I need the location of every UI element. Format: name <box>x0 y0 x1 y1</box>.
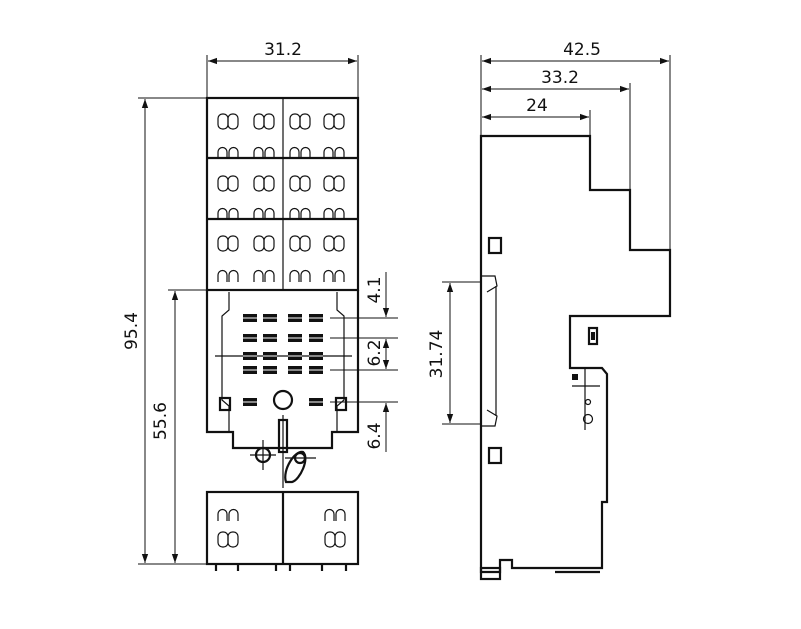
dim-side-mid-depth: 33.2 <box>482 68 631 189</box>
dim-label-front-width: 31.2 <box>264 40 302 60</box>
dim-side-inner-depth: 24 <box>482 96 591 135</box>
retaining-clip <box>250 415 316 488</box>
dim-label-front-height: 95.4 <box>122 312 142 350</box>
dim-label-side-total-depth: 42.5 <box>563 40 601 60</box>
side-clip-details <box>572 374 600 425</box>
dim-label-side-mid-depth: 33.2 <box>541 68 579 88</box>
dim-label-front-lower-height: 55.6 <box>151 402 171 440</box>
dim-label-pin-spacing-b: 6.2 <box>365 339 385 366</box>
dim-front-lower-height: 55.6 <box>151 289 206 563</box>
dim-label-rail-width: 31.74 <box>427 330 447 379</box>
dim-pin-spacing: 4.1 6.2 6.4 <box>330 272 398 452</box>
screw-terminals-bottom <box>217 508 346 548</box>
side-view: 42.5 33.2 24 31.74 <box>427 40 672 581</box>
side-view-outline <box>479 134 672 574</box>
dim-label-pin-spacing-a: 4.1 <box>365 276 385 303</box>
dim-front-width: 31.2 <box>206 40 359 97</box>
screw-terminals-top <box>217 113 345 283</box>
dim-front-height: 95.4 <box>122 97 206 565</box>
dim-rail-width: 31.74 <box>427 281 480 425</box>
dim-side-total-depth: 42.5 <box>480 40 671 249</box>
dim-label-pin-spacing-c: 6.4 <box>365 422 385 449</box>
front-view: 31.2 95.4 55.6 4.1 6.2 6.4 <box>122 40 398 571</box>
dim-label-side-inner-depth: 24 <box>526 96 548 116</box>
relay-pin-sockets <box>242 313 324 407</box>
